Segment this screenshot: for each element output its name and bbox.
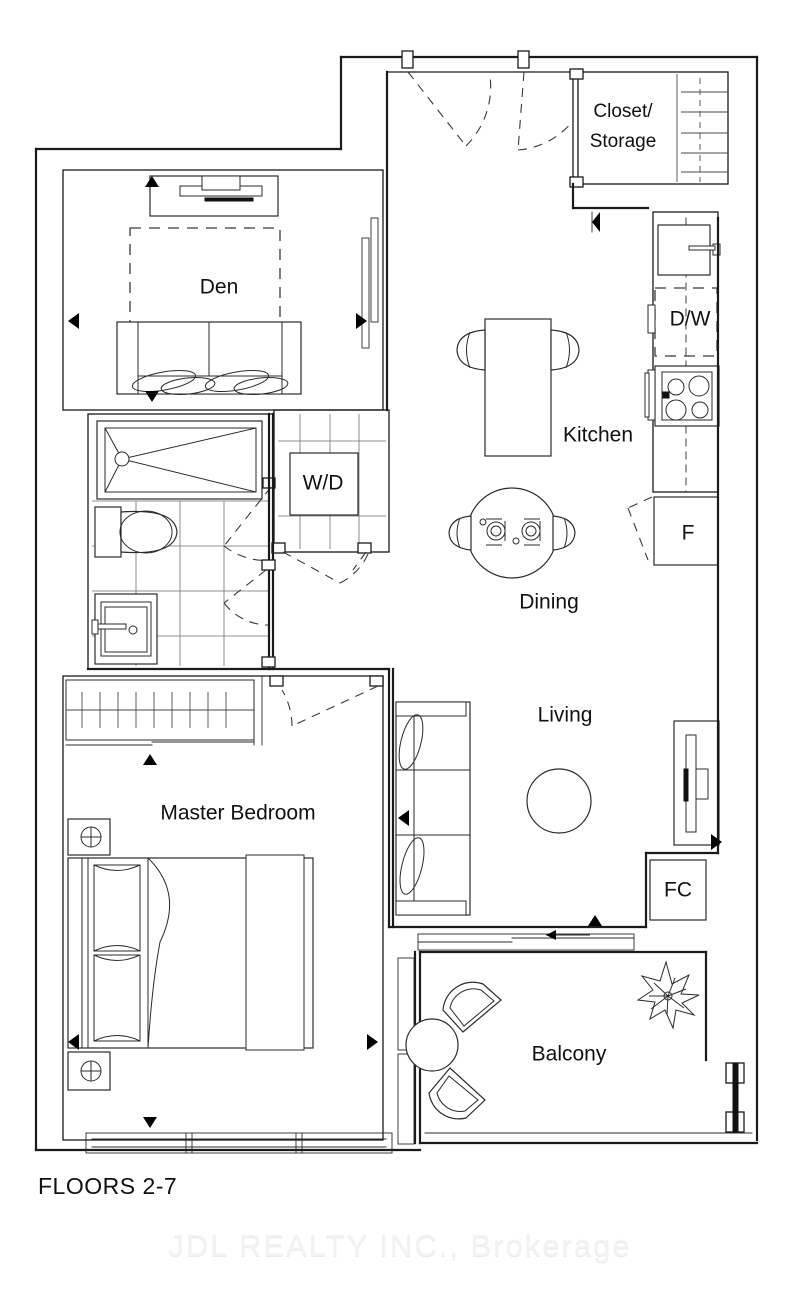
appliance-label-dishwasher: D/W [670,308,711,331]
dining-area: Dining [448,487,579,614]
vanity-sink [91,593,158,665]
entry-foyer [385,50,574,412]
room-label-closet-storage-line2: Storage [590,131,657,152]
coffee-table [526,768,592,834]
queen-bed [67,854,314,1051]
room-label-balcony: Balcony [532,1043,607,1066]
bedroom-closet [65,675,263,746]
kitchen-island [456,318,580,457]
master-bedroom: Master Bedroom [62,675,384,1141]
place-setting-right [512,518,541,546]
appliance-label-washer-dryer: W/D [303,472,344,495]
hallway [86,412,391,671]
appliance-label-fridge: F [682,522,695,545]
toilet [94,506,178,558]
floors-caption: FLOORS 2-7 [38,1173,178,1199]
balcony-plant [636,960,700,1030]
appliance-label-fan-coil: FC [664,879,692,902]
closet-shelving [676,74,728,182]
bathtub [96,420,263,500]
living-room: FC Living [387,216,722,929]
closet-storage-label-group: Closet/ Storage [590,101,657,152]
living-sofa [395,701,471,916]
room-label-master-bedroom: Master Bedroom [160,802,315,825]
nightstand-top [67,818,111,856]
balcony-chair-top [442,981,502,1033]
room-label-kitchen: Kitchen [563,424,633,447]
room-label-dining: Dining [519,591,579,614]
bathroom [87,413,276,670]
laundry-closet: W/D [271,409,390,584]
balcony-divider [725,1062,745,1133]
dishwasher: D/W [647,287,718,357]
den-sliding-door [361,217,379,349]
den-sofa [116,321,302,395]
room-label-living: Living [538,704,593,727]
nightstand-bottom [67,1051,111,1091]
room-label-den: Den [200,276,239,299]
balcony-chair-bottom [428,1067,486,1120]
balcony-slider [417,930,635,951]
exterior-walls [34,55,759,1152]
stove-cooktop [644,365,720,427]
kitchen: D/W F Kitchen [456,211,721,566]
room-label-closet-storage-line1: Closet/ [593,101,653,122]
balcony: Balcony [397,930,759,1145]
refrigerator: F [627,496,719,566]
bedroom-window-wall [85,1132,393,1154]
place-setting-left [479,518,506,546]
closet-storage-room [569,68,729,233]
kitchen-sink [657,224,721,276]
den-desk [149,175,279,217]
den-room: Den [62,169,384,411]
fan-coil-closet: FC [649,859,707,921]
tv-console [673,720,720,846]
balcony-table [405,1018,459,1072]
